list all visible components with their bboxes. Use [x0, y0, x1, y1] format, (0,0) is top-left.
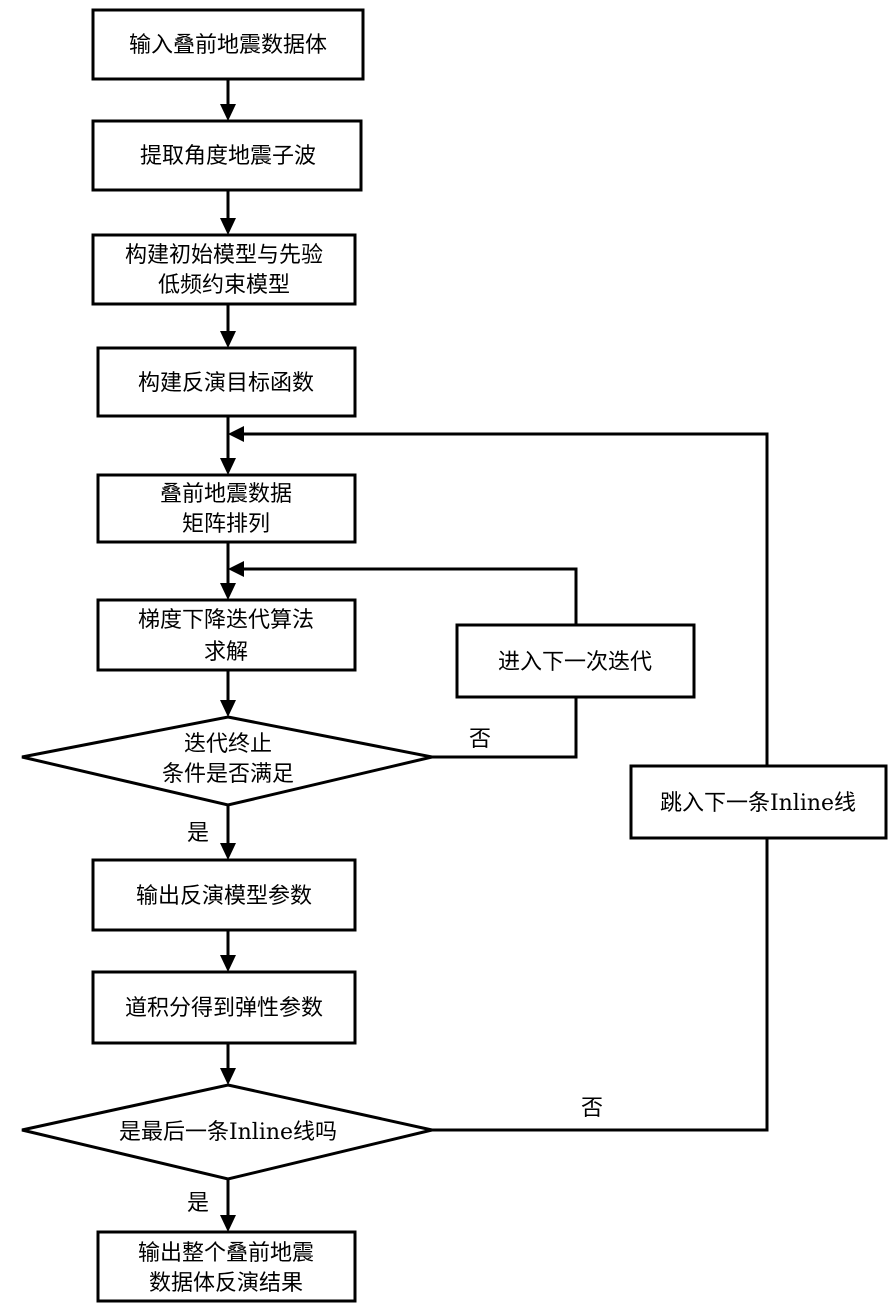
arrowhead — [220, 1215, 236, 1232]
arrowhead — [220, 218, 236, 235]
arrowhead — [220, 331, 236, 348]
node-termination-check-label-line1: 迭代终止 — [184, 732, 272, 757]
arrowhead — [220, 843, 236, 860]
node-output-result-label-line2: 数据体反演结果 — [149, 1271, 303, 1296]
arrowhead — [220, 1068, 236, 1085]
arrowhead — [228, 426, 244, 442]
node-integrate-elastic-label: 道积分得到弹性参数 — [125, 996, 323, 1021]
node-output-result-label-line1: 输出整个叠前地震 — [138, 1241, 314, 1266]
node-output-params-label: 输出反演模型参数 — [136, 884, 312, 909]
node-gradient-descent-label-line1: 梯度下降迭代算法 — [138, 608, 314, 633]
arrowhead — [220, 700, 236, 717]
node-termination-check-label-line2: 条件是否满足 — [162, 762, 294, 787]
shapes — [22, 10, 886, 1301]
node-gradient-descent-label-line2: 求解 — [204, 640, 248, 665]
node-termination-check — [22, 717, 432, 805]
node-last-inline-check-label: 是最后一条Inline线吗 — [119, 1120, 337, 1145]
arrowhead — [220, 955, 236, 972]
node-arrange-matrix-label-line2: 矩阵排列 — [182, 512, 270, 537]
node-build-objective-label: 构建反演目标函数 — [138, 371, 314, 396]
edge-label-last-inline-no: 否 — [581, 1096, 603, 1121]
node-build-models-label-line2: 低频约束模型 — [158, 273, 290, 298]
node-build-models-label-line1: 构建初始模型与先验 — [125, 243, 323, 268]
node-next-iteration-label: 进入下一次迭代 — [498, 650, 652, 675]
node-arrange-matrix-label-line1: 叠前地震数据 — [160, 482, 292, 507]
node-next-inline-label: 跳入下一条Inline线 — [660, 791, 856, 816]
node-input-data-label: 输入叠前地震数据体 — [129, 33, 327, 58]
edge-label-termination-yes: 是 — [187, 821, 209, 846]
edge-label-last-inline-yes: 是 — [187, 1191, 209, 1216]
arrowhead — [228, 561, 244, 577]
edge-lastinline-no-loop — [432, 838, 767, 1130]
arrowhead — [220, 458, 236, 475]
arrowhead — [220, 583, 236, 600]
edge-label-termination-no: 否 — [469, 727, 491, 752]
arrowhead — [220, 104, 236, 121]
node-extract-wavelet-label: 提取角度地震子波 — [140, 144, 316, 169]
edge-termination-no-loop — [432, 697, 576, 757]
